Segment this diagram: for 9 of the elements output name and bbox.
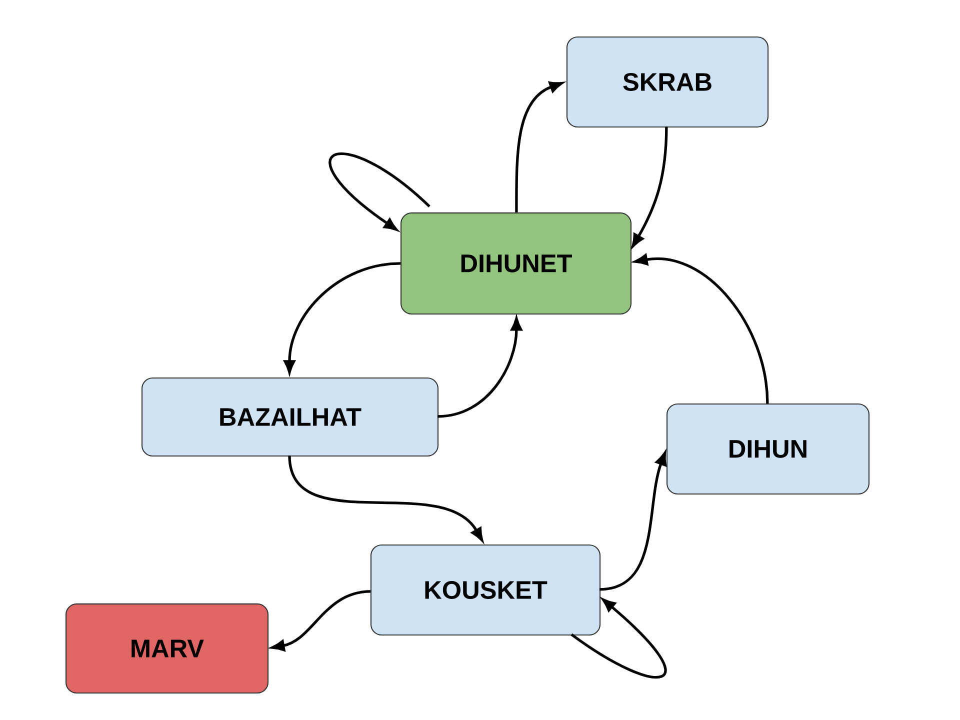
process-box: DIHUN [666, 403, 870, 495]
process-box: SKRAB [566, 36, 769, 128]
process-box: KOUSKET [370, 544, 601, 636]
arrow [570, 598, 666, 678]
process-box: DIHUNET [400, 212, 632, 315]
arrow [632, 126, 668, 248]
arrow [329, 152, 430, 231]
process-box: BAZAILHAT [141, 377, 439, 457]
process-box: MARV [65, 603, 269, 694]
